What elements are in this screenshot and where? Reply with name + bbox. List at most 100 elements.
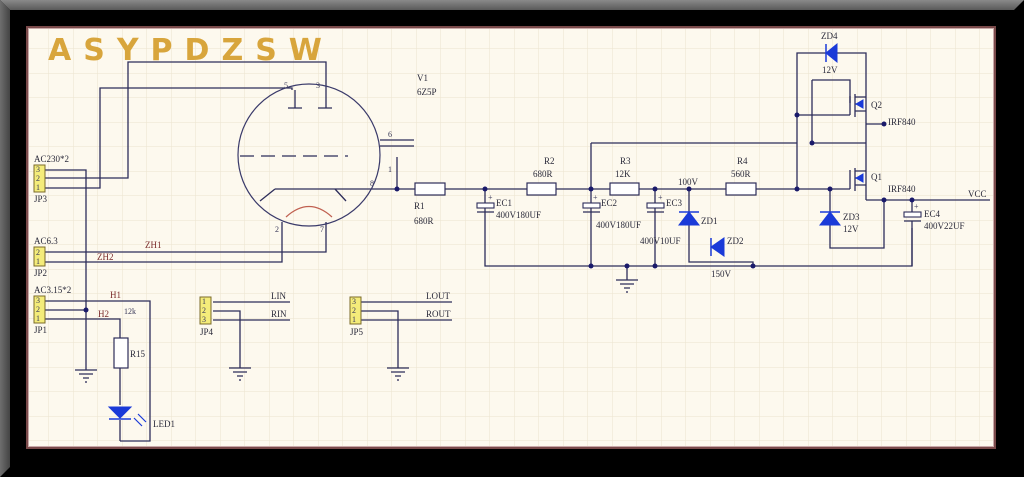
connector-label: AC230*2 [34, 154, 69, 164]
net-label-zh2: ZH2 [97, 252, 114, 262]
resistor-ref: R2 [544, 156, 555, 166]
pin-label: 1 [36, 257, 40, 266]
zener-ref: ZD1 [701, 216, 718, 226]
resistor-r15[interactable]: R15 12k [113, 307, 146, 369]
capacitor-ec1[interactable]: + EC1 400V180UF [476, 193, 541, 220]
capacitor-ref: EC2 [601, 198, 617, 208]
resistor-ref: R4 [737, 156, 748, 166]
zener-zd1[interactable]: ZD1 [677, 211, 718, 226]
resistor-value: 560R [731, 169, 751, 179]
mosfet-ref: Q1 [871, 172, 882, 182]
net-label-vcc: VCC [968, 189, 987, 199]
capacitor-ref: EC4 [924, 209, 941, 219]
led1[interactable]: LED1 [107, 406, 175, 429]
pin-label: 1 [202, 297, 206, 306]
net-label-rout: ROUT [426, 309, 451, 319]
zener-ref: ZD3 [843, 212, 860, 222]
pin-label: 3 [36, 165, 40, 174]
window-frame-left-bevel [0, 0, 10, 477]
zener-value: 150V [711, 269, 732, 279]
resistor-r4[interactable]: R4 560R [725, 156, 757, 196]
connector-jp1[interactable]: 3 2 1 AC3.15*2 JP1 [33, 285, 71, 335]
plus-sign: + [658, 193, 663, 202]
capacitor-ec3[interactable]: + EC3 400V10UF [640, 193, 683, 246]
plus-sign: + [593, 193, 598, 202]
connector-ref: JP3 [34, 194, 48, 204]
led-ref: LED1 [153, 419, 175, 429]
capacitor-value: 400V180UF [596, 220, 641, 230]
capacitor-ref: EC3 [666, 198, 683, 208]
pin-label: 3 [352, 297, 356, 306]
mosfet-ref: Q2 [871, 100, 882, 110]
zener-zd2[interactable]: ZD2 150V [710, 236, 744, 279]
net-label-h1: H1 [110, 290, 121, 300]
tube-pin-label: 8 [370, 179, 374, 188]
resistor-ref: R3 [620, 156, 631, 166]
connector-label: AC6.3 [34, 236, 58, 246]
plus-sign: + [914, 202, 919, 211]
plus-sign: + [488, 193, 493, 202]
net-label-zh1: ZH1 [145, 240, 162, 250]
ground-icon [387, 367, 409, 381]
junction-dots [83, 112, 915, 313]
connector-jp5[interactable]: 3 2 1 JP5 [349, 296, 364, 337]
connector-ref: JP5 [350, 327, 364, 337]
tube-pin-label: 5 [284, 81, 288, 90]
tube-pin-label: 7 [320, 225, 324, 234]
net-label-h2: H2 [98, 309, 109, 319]
pin-label: 3 [202, 315, 206, 324]
zener-zd4[interactable]: ZD4 12V [821, 31, 838, 75]
mosfet-part: IRF840 [888, 117, 916, 127]
ground-icon [229, 367, 251, 381]
zener-ref: ZD4 [821, 31, 838, 41]
pin-label: 2 [36, 174, 40, 183]
resistor-r2[interactable]: R2 680R [526, 156, 557, 196]
ground-icon [616, 279, 638, 293]
connector-jp2[interactable]: 2 1 AC6.3 JP2 [33, 236, 58, 278]
capacitor-ec2[interactable]: + EC2 400V180UF [582, 193, 641, 230]
pin-label: 1 [352, 315, 356, 324]
zener-zd3[interactable]: ZD3 12V [818, 211, 860, 234]
mosfet-q2[interactable]: Q2 IRF840 [849, 94, 916, 127]
net-label-rin: RIN [271, 309, 287, 319]
watermark-logo: ASYPDZSW [48, 33, 334, 68]
connector-jp3[interactable]: 3 2 1 AC230*2 JP3 [33, 154, 69, 204]
connector-ref: JP4 [200, 327, 214, 337]
tube-pin-label: 1 [388, 165, 392, 174]
zener-value: 12V [822, 65, 838, 75]
window-frame-top-bevel [0, 0, 1024, 10]
zener-value: 12V [843, 224, 859, 234]
wires [45, 52, 990, 442]
capacitor-ec4[interactable]: + EC4 400V22UF [903, 202, 965, 266]
pin-label: 3 [36, 296, 40, 305]
capacitor-value: 400V10UF [640, 236, 681, 246]
net-label-lout: LOUT [426, 291, 450, 301]
capacitor-value: 400V180UF [496, 210, 541, 220]
net-label-lin: LIN [271, 291, 286, 301]
resistor-value: 12k [124, 307, 136, 316]
resistor-value: 12K [615, 169, 631, 179]
tube-ref: V1 [417, 73, 428, 83]
net-label-100v: 100V [678, 177, 699, 187]
resistor-ref: R15 [130, 349, 146, 359]
tube-pin-label: 2 [275, 225, 279, 234]
resistor-value: 680R [533, 169, 553, 179]
pin-label: 1 [36, 314, 40, 323]
pin-label: 2 [36, 305, 40, 314]
vacuum-tube-v1[interactable]: 5 3 6 1 8 2 7 V1 6Z5P [237, 73, 437, 234]
mosfet-q1[interactable]: Q1 IRF840 [849, 168, 916, 194]
resistor-r1[interactable]: R1 680R [414, 182, 446, 226]
connector-jp4[interactable]: 1 2 3 JP4 [199, 296, 214, 337]
connector-label: AC3.15*2 [34, 285, 71, 295]
connector-ref: JP2 [34, 268, 47, 278]
pin-label: 2 [352, 306, 356, 315]
tube-part: 6Z5P [417, 87, 437, 97]
tube-pin-label: 3 [316, 81, 320, 90]
zener-ref: ZD2 [727, 236, 744, 246]
grid [29, 29, 993, 446]
resistor-r3[interactable]: R3 12K [609, 156, 640, 196]
resistor-ref: R1 [414, 201, 425, 211]
ground-icon [75, 369, 97, 383]
mosfet-part: IRF840 [888, 184, 916, 194]
